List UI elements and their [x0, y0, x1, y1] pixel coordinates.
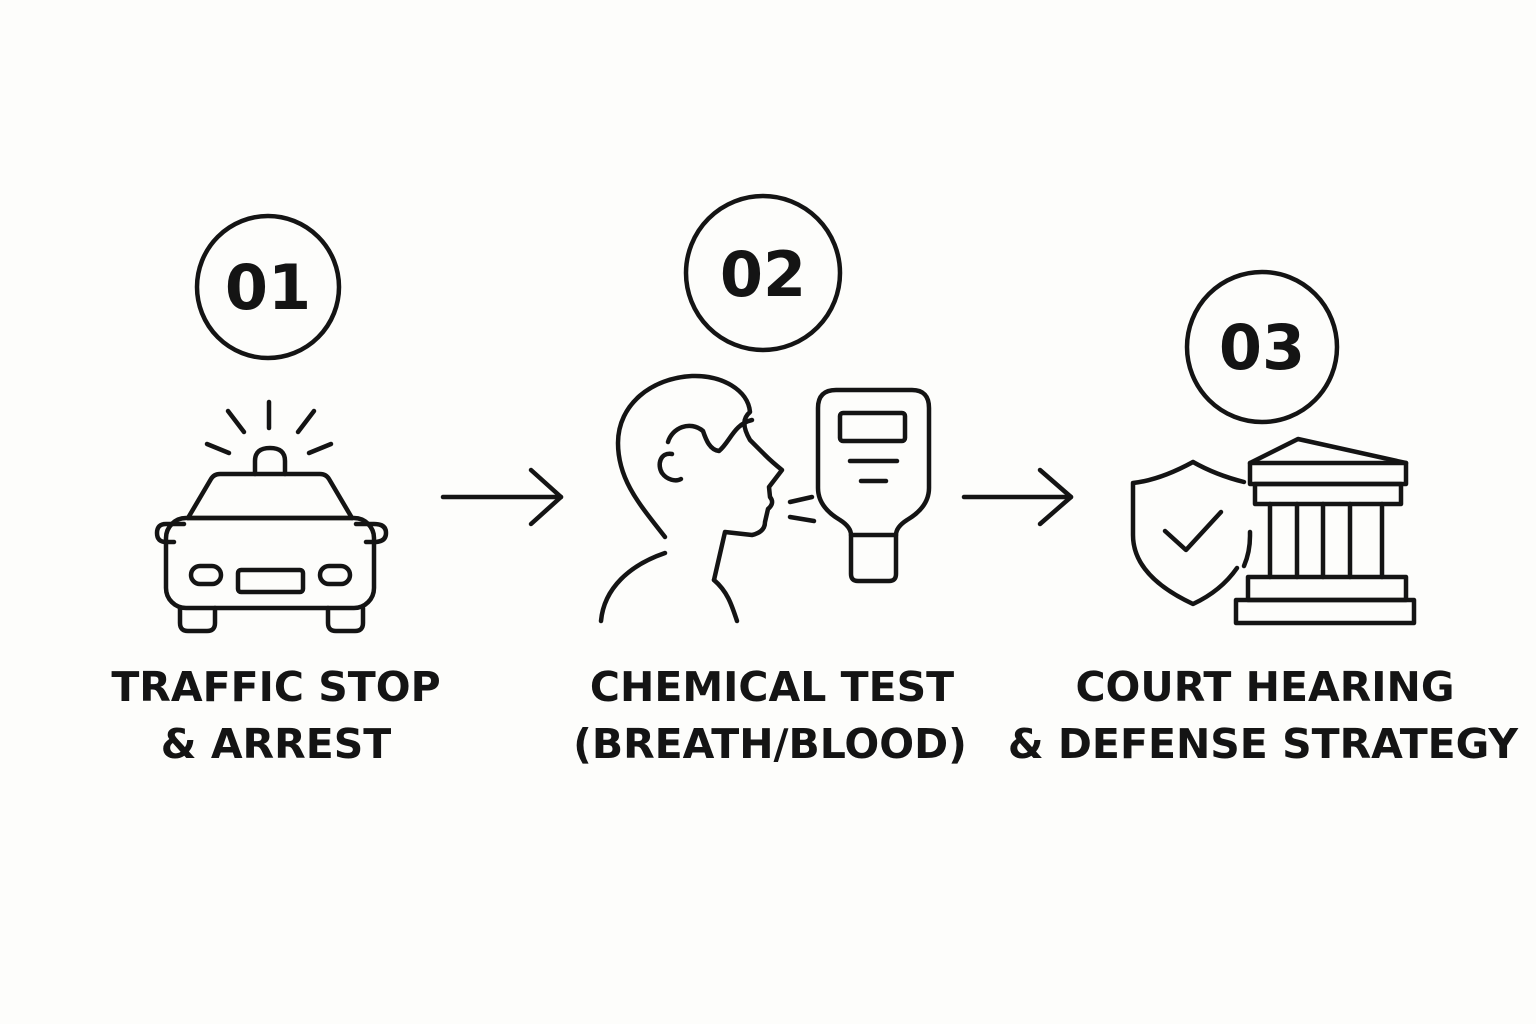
- step-2-title-line2: (BREATH/BLOOD): [573, 720, 967, 768]
- step-2: 02 CHEMICAL TEST (BREATH/BLOOD): [573, 193, 967, 768]
- breathalyzer-icon: [598, 373, 932, 624]
- step-1-badge: 01: [194, 213, 342, 361]
- step-2-title-line1: CHEMICAL TEST: [590, 663, 954, 711]
- step-2-badge: 02: [683, 193, 843, 353]
- police-car-icon: [154, 399, 389, 634]
- step-2-number: 02: [720, 238, 806, 311]
- step-3-number: 03: [1219, 311, 1305, 384]
- step-1: 01 TRAFFIC: [111, 213, 441, 768]
- step-1-number: 01: [225, 251, 311, 324]
- step-3-title-line2: & DEFENSE STRATEGY: [1008, 720, 1520, 768]
- step-3: 03 COURT HEARING & DEFENSE STRATEGY: [1008, 269, 1520, 768]
- arrow-right-icon: [440, 467, 564, 527]
- step-1-title-line1: TRAFFIC STOP: [111, 663, 440, 711]
- arrow-right-icon: [961, 467, 1074, 527]
- step-1-title-line2: & ARREST: [161, 720, 391, 768]
- step-3-title-line1: COURT HEARING: [1075, 663, 1454, 711]
- courthouse-shield-icon: [1130, 436, 1417, 626]
- step-3-badge: 03: [1184, 269, 1340, 425]
